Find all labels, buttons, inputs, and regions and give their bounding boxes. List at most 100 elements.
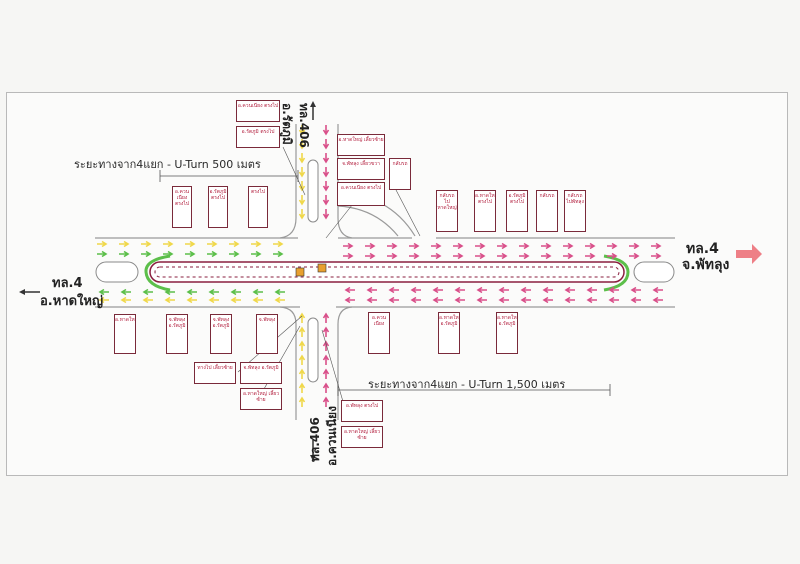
lane-arrow xyxy=(651,242,662,250)
sign-n3: อ.หาดใหญ่ เลี้ยวซ้าย xyxy=(337,134,385,156)
lane-arrow xyxy=(298,125,306,136)
lane-arrow xyxy=(273,240,284,248)
lane-arrow xyxy=(186,288,197,296)
distance-east-label: ระยะทางจาก4แยก - U-Turn 1,500 เมตร xyxy=(368,378,566,391)
sign-s10: อ.หาดใหญ่ อ.รัตภูมิ xyxy=(496,312,518,354)
lane-arrow xyxy=(454,296,465,304)
west-route-label: ทล.4 xyxy=(52,276,83,291)
sign-s9: อ.หาดใหญ่ อ.รัตภูมิ xyxy=(438,312,460,354)
lane-arrow xyxy=(476,286,487,294)
lane-arrow xyxy=(453,252,464,260)
north-island xyxy=(307,159,319,223)
sign-n2: อ.รัตภูมิ ตรงไป xyxy=(236,126,280,148)
lane-arrow xyxy=(97,240,108,248)
lane-arrow xyxy=(298,396,306,407)
lane-arrow xyxy=(185,240,196,248)
lane-arrow xyxy=(541,252,552,260)
sign-w3: ตรงไป xyxy=(248,186,268,228)
lane-arrow xyxy=(431,252,442,260)
lane-arrow xyxy=(322,167,330,178)
lane-arrow xyxy=(585,252,596,260)
cross-road xyxy=(279,124,353,420)
lane-arrow xyxy=(608,296,619,304)
lane-arrow xyxy=(410,296,421,304)
east-island xyxy=(633,261,675,283)
sign-n5: อ.ควนเนียง ตรงไป xyxy=(337,182,385,206)
sign-s7: อ.หาดใหญ่ เลี้ยวซ้าย xyxy=(240,388,282,410)
lane-arrow xyxy=(432,296,443,304)
sign-s6: จ.พัทลุง อ.รัตภูมิ xyxy=(240,362,282,384)
lane-arrow xyxy=(542,296,553,304)
lane-arrow xyxy=(322,153,330,164)
lane-arrow xyxy=(229,240,240,248)
lane-arrow xyxy=(98,296,109,304)
lane-arrow xyxy=(251,250,262,258)
lane-arrow xyxy=(252,296,263,304)
sign-e5: กลับรถ ไปพัทลุง xyxy=(564,190,586,232)
lane-arrow xyxy=(322,354,330,365)
lane-arrow xyxy=(230,296,241,304)
west-place-label: อ.หาดใหญ่ xyxy=(40,294,104,309)
sign-s3: จ.พัทลุง อ.รัตภูมิ xyxy=(210,314,232,354)
east-arrow xyxy=(736,244,762,264)
sign-e2: อ.หาดใหญ่ ตรงไป xyxy=(474,190,496,232)
sign-w1: อ.ควนเนียง ตรงไป xyxy=(172,186,192,228)
lane-arrow xyxy=(252,288,263,296)
lane-arrow xyxy=(298,354,306,365)
lane-arrow xyxy=(387,252,398,260)
lane-arrow xyxy=(230,288,241,296)
lane-arrow xyxy=(366,296,377,304)
lane-arrow xyxy=(607,242,618,250)
lane-arrow xyxy=(298,181,306,192)
lane-arrow xyxy=(498,296,509,304)
lane-arrow xyxy=(564,286,575,294)
lane-arrow xyxy=(298,209,306,220)
lane-arrow xyxy=(298,153,306,164)
lane-arrow xyxy=(322,396,330,407)
sign-s5: ทางไป เลี้ยวซ้าย xyxy=(194,362,236,384)
lane-arrow xyxy=(497,252,508,260)
lane-arrow xyxy=(273,250,284,258)
lane-arrow xyxy=(322,382,330,393)
lane-arrow xyxy=(322,181,330,192)
north-route-label: ทล.406 xyxy=(297,103,311,148)
lane-arrow xyxy=(651,252,662,260)
lane-arrow xyxy=(585,242,596,250)
median-hatching xyxy=(154,266,620,278)
uturn-west-arrow xyxy=(144,254,171,292)
lane-arrow xyxy=(475,242,486,250)
lane-arrow xyxy=(475,252,486,260)
lane-arrow xyxy=(388,296,399,304)
lane-arrow xyxy=(586,286,597,294)
lane-arrow xyxy=(343,242,354,250)
lane-arrow xyxy=(520,296,531,304)
lane-arrow xyxy=(322,139,330,150)
lane-arrow xyxy=(163,240,174,248)
south-island xyxy=(307,317,319,383)
lane-arrow xyxy=(120,288,131,296)
lane-arrow xyxy=(141,240,152,248)
lane-arrow xyxy=(563,252,574,260)
lane-arrow xyxy=(119,250,130,258)
lane-arrow xyxy=(564,296,575,304)
lane-arrow xyxy=(298,312,306,323)
lane-arrow xyxy=(476,296,487,304)
sign-s8: อ.ควนเนียง xyxy=(368,312,390,354)
lane-arrow xyxy=(208,288,219,296)
lane-arrow xyxy=(542,286,553,294)
lane-arrow xyxy=(497,242,508,250)
lane-arrow xyxy=(432,286,443,294)
lane-arrow xyxy=(387,242,398,250)
lane-arrow xyxy=(274,296,285,304)
lane-arrow xyxy=(207,240,218,248)
sign-s1: อ.หาดใหญ่ xyxy=(114,314,136,354)
sign-e4: กลับรถ xyxy=(536,190,558,232)
lane-arrow xyxy=(98,288,109,296)
lane-arrow xyxy=(519,252,530,260)
lane-arrow xyxy=(607,252,618,260)
diagram-sheet xyxy=(6,92,788,476)
lane-arrow xyxy=(298,340,306,351)
lane-arrow xyxy=(563,242,574,250)
lane-arrow xyxy=(207,250,218,258)
